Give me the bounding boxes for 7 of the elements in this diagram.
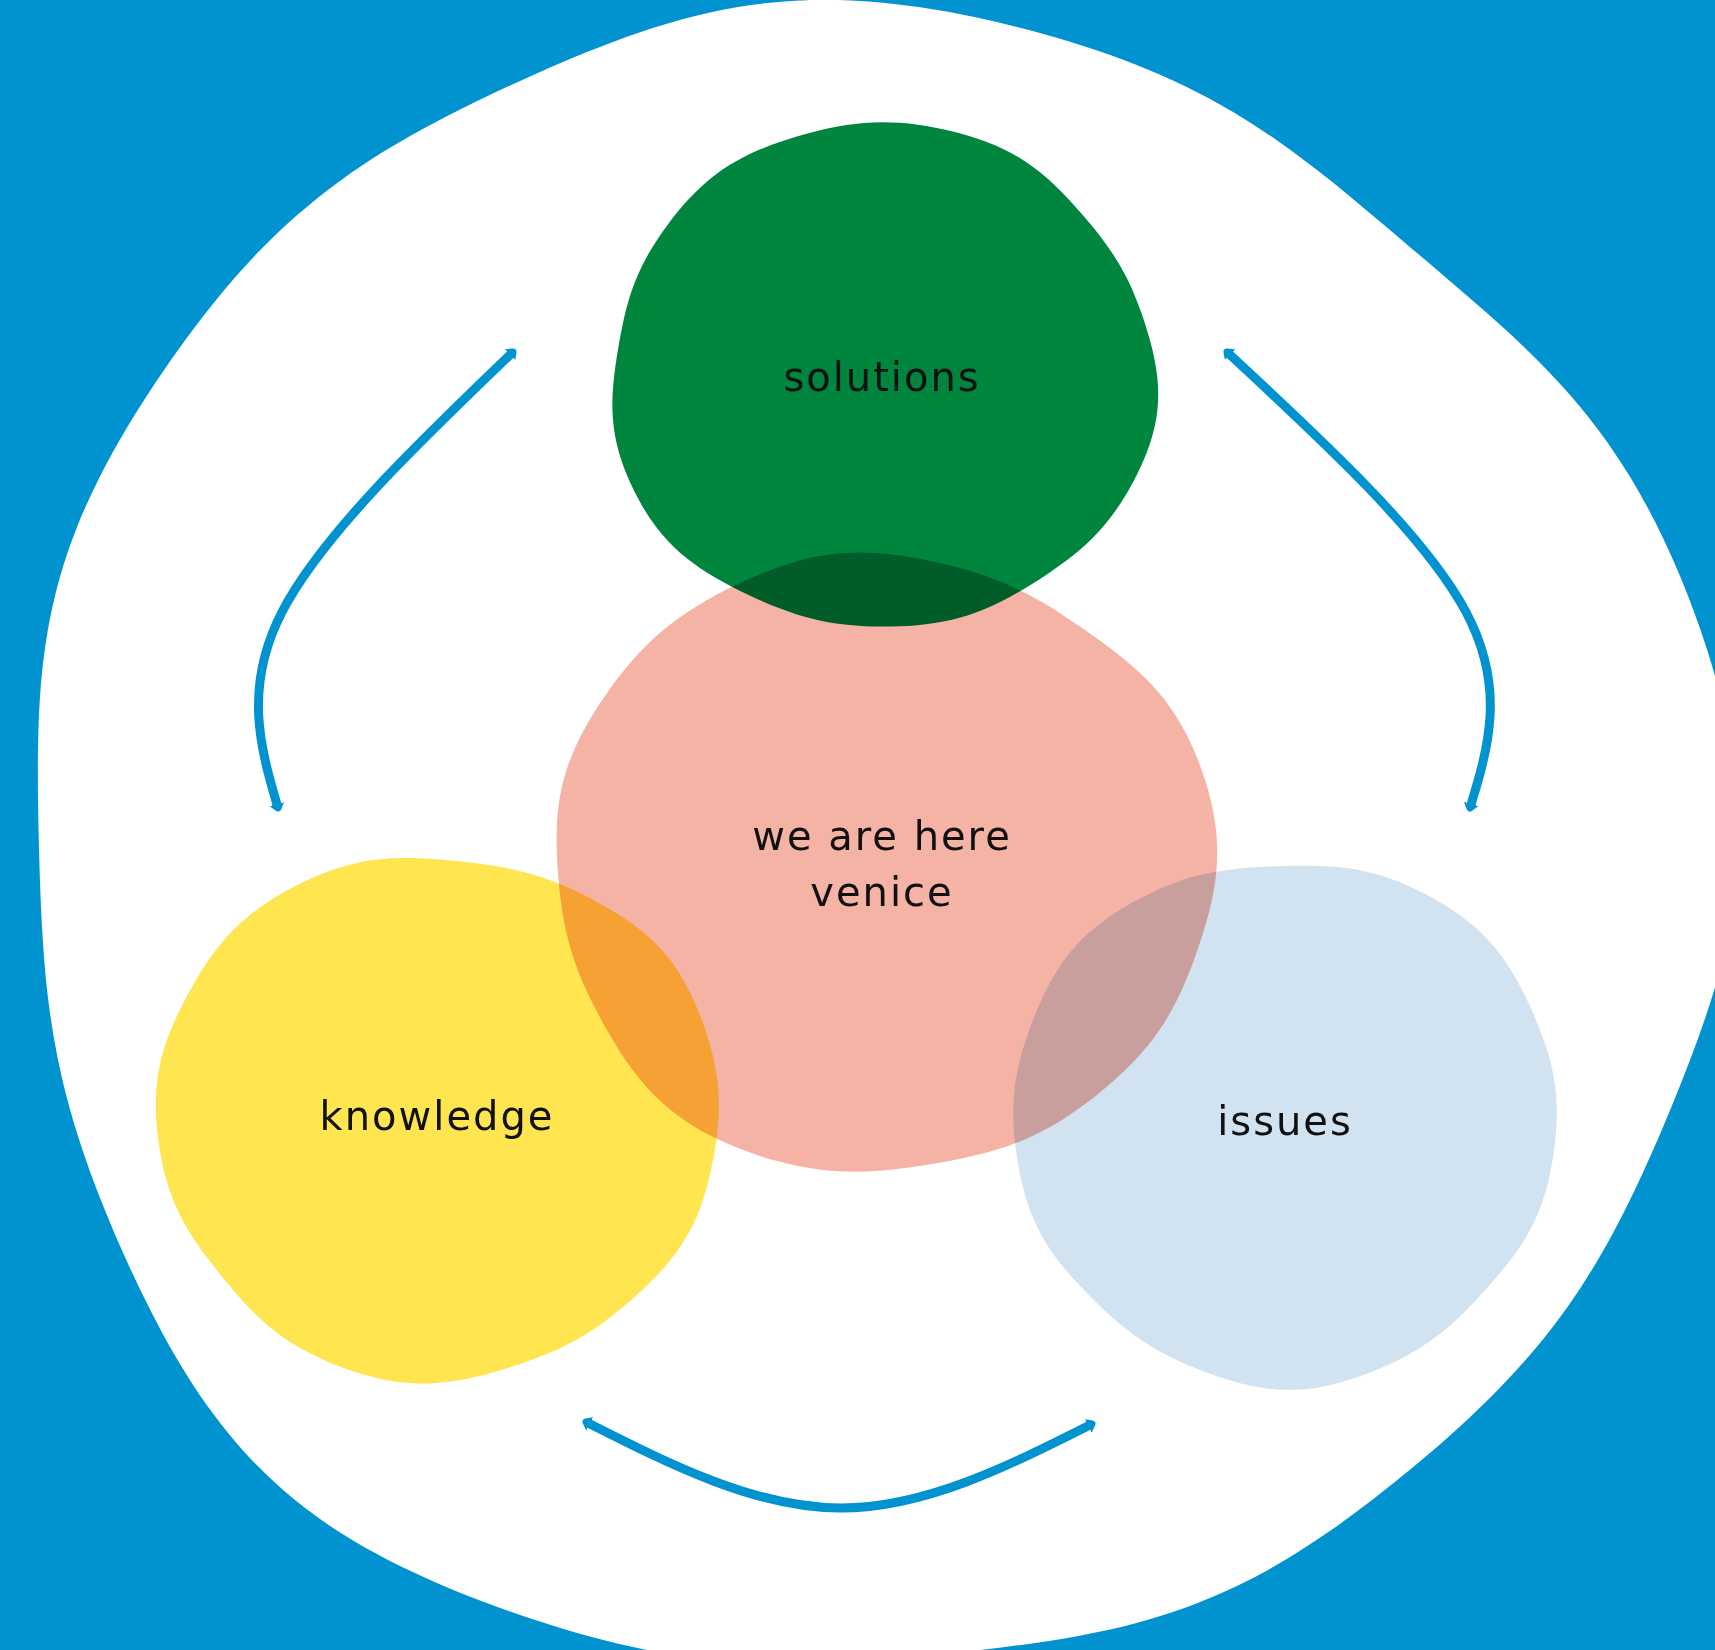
double-headed-arrow xyxy=(582,1415,1096,1513)
node-label: knowledge xyxy=(319,1092,555,1141)
double-headed-arrow xyxy=(254,348,517,812)
node-label: issues xyxy=(1217,1097,1353,1146)
node-label: solutions xyxy=(783,353,981,402)
node-label: we are here venice xyxy=(751,812,1013,917)
double-headed-arrow xyxy=(1223,348,1495,812)
